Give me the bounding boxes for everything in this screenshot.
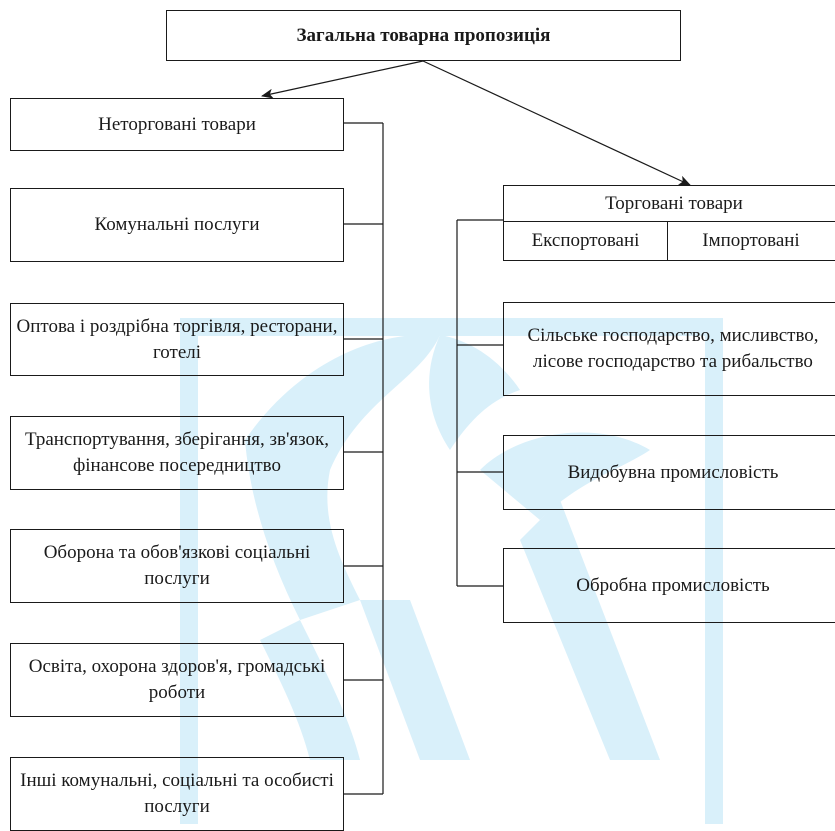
exported-label: Експортовані: [504, 222, 668, 260]
traded-item-label: Обробна промисловість: [576, 574, 770, 596]
non-traded-item-label: Транспортування, зберігання, зв'язок, фі…: [24, 429, 330, 476]
arrow-to-non-traded: [261, 60, 424, 99]
non-traded-item-box: Оборона та обов'язкові соціальні послуги: [10, 529, 344, 603]
title-text: Загальна товарна пропозиція: [296, 24, 551, 46]
non-traded-item-label: Комунальні послуги: [94, 214, 260, 235]
non-traded-item-label: Оборона та обов'язкові соціальні послуги: [43, 542, 311, 589]
non-traded-item-box: Освіта, охорона здоров'я, громадські роб…: [10, 643, 344, 717]
non-traded-item-label: Інші комунальні, соціальні та особисті п…: [20, 770, 334, 817]
non-traded-item-box: Інші комунальні, соціальні та особисті п…: [10, 757, 344, 831]
non-traded-header: Неторговані товари: [98, 113, 256, 135]
arrow-to-traded: [422, 60, 691, 186]
non-traded-item-box: Транспортування, зберігання, зв'язок, фі…: [10, 416, 344, 490]
traded-item-box: Видобувна промисловість: [503, 435, 835, 510]
traded-item-box: Сільське господарство, мисливство, лісов…: [503, 302, 835, 396]
non-traded-header-box: Неторговані товари: [10, 98, 344, 151]
non-traded-item-label: Освіта, охорона здоров'я, громадські роб…: [28, 656, 326, 703]
imported-label: Імпортовані: [702, 230, 800, 251]
non-traded-item-label: Оптова і роздрібна торгівля, ресторани, …: [16, 315, 338, 363]
non-traded-item-box: Комунальні послуги: [10, 188, 344, 262]
traded-header: Торговані товари: [504, 186, 835, 222]
non-traded-item-box: Оптова і роздрібна торгівля, ресторани, …: [10, 303, 344, 376]
title-box: Загальна товарна пропозиція: [166, 10, 681, 61]
traded-item-box: Обробна промисловість: [503, 548, 835, 623]
traded-item-label: Видобувна промисловість: [567, 461, 779, 483]
traded-header-box: Торговані товари Експортовані Імпортован…: [503, 185, 835, 261]
traded-item-label: Сільське господарство, мисливство, лісов…: [527, 325, 819, 372]
